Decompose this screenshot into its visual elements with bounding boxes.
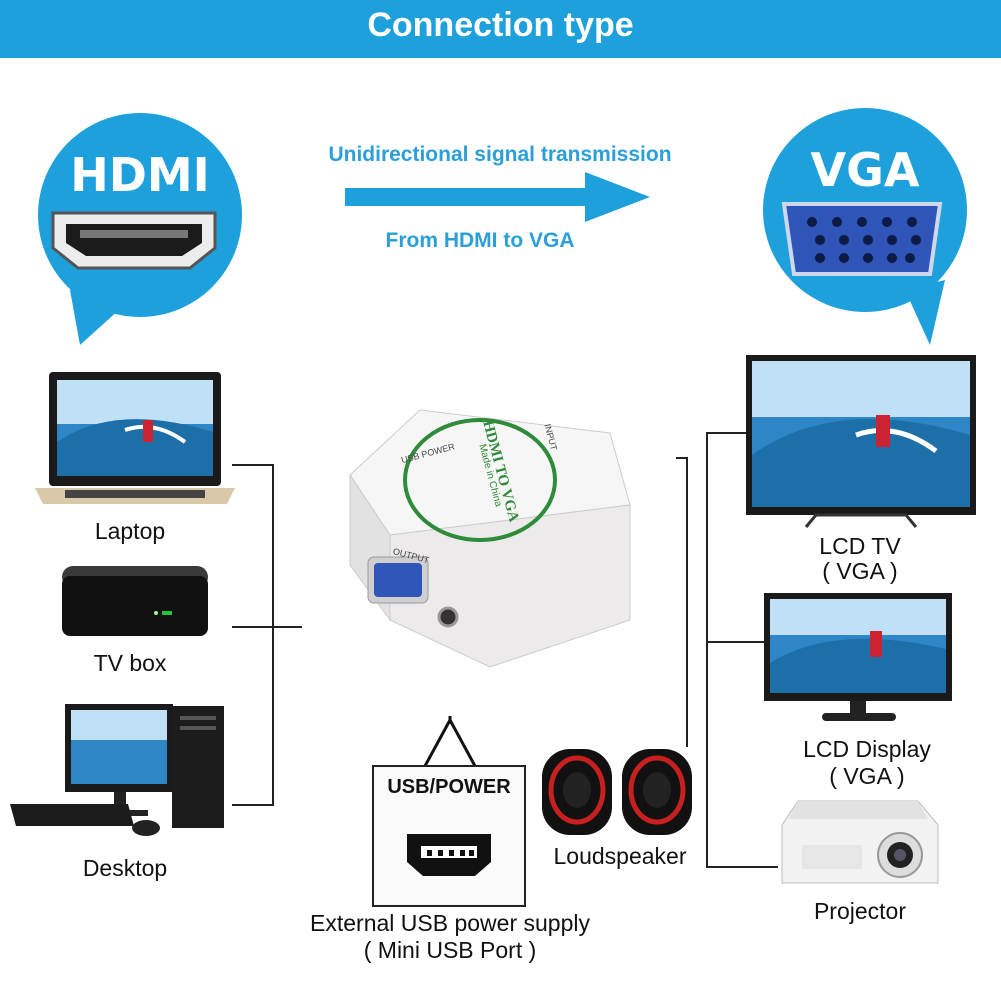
tv-box-image: [62, 566, 208, 636]
usb-hanger-icon: [423, 716, 477, 767]
source-label-laptop: Laptop: [94, 518, 166, 544]
connector-line: [706, 866, 778, 868]
laptop-image: [35, 372, 235, 504]
display-label-lcd-display: LCD Display: [803, 736, 931, 762]
display-label-projector: Projector: [813, 898, 907, 924]
projector-image: [781, 800, 939, 884]
connector-line: [676, 457, 688, 459]
arrow-top-text: Unidirectional signal transmission: [328, 143, 672, 166]
vga-label: VGA: [810, 143, 920, 197]
mini-usb-port-icon: [407, 834, 491, 876]
converter-device: [349, 409, 631, 668]
usb-caption-line1: External USB power supply: [310, 910, 590, 936]
connector-line: [706, 641, 766, 643]
display-sub-lcd-display: ( VGA ): [829, 763, 905, 789]
source-label-tv-box: TV box: [93, 650, 167, 676]
vga-port-icon: [781, 202, 943, 276]
connector-line: [232, 804, 274, 806]
connector-line: [272, 464, 274, 806]
connector-line: [706, 432, 748, 434]
connector-line: [686, 457, 688, 747]
lcd-display-image: [764, 593, 952, 721]
arrow-right-icon: [345, 172, 650, 222]
usb-power-box: [372, 765, 526, 907]
usb-caption-line2: ( Mini USB Port ): [363, 937, 537, 963]
source-label-desktop: Desktop: [82, 855, 168, 881]
header-bar: [0, 0, 1001, 58]
hdmi-label: HDMI: [70, 148, 210, 202]
lcd-tv-image: [746, 355, 976, 528]
display-label-lcd-tv: LCD TV: [819, 533, 901, 559]
connector-line: [706, 432, 708, 868]
loudspeaker-label: Loudspeaker: [553, 843, 687, 869]
hdmi-port-icon: [51, 211, 217, 270]
usb-box-label: USB/POWER: [387, 776, 511, 798]
connector-line: [232, 626, 302, 628]
arrow-bottom-text: From HDMI to VGA: [385, 229, 575, 252]
loudspeaker-image: [542, 749, 692, 835]
page-title: Connection type: [367, 6, 634, 44]
connector-line: [232, 464, 274, 466]
display-sub-lcd-tv: ( VGA ): [822, 558, 898, 584]
desktop-image: [10, 704, 224, 836]
